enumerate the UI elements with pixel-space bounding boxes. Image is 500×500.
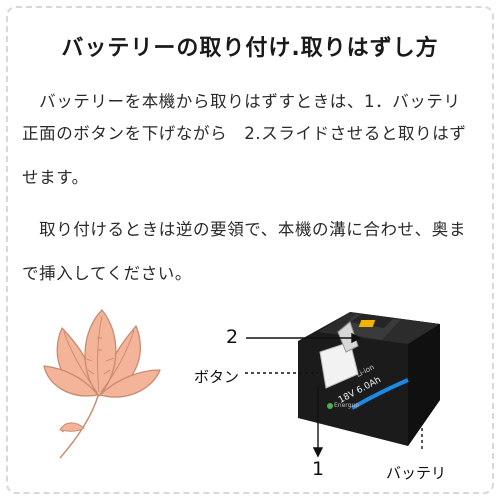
content-card — [6, 6, 494, 494]
removal-line-3: せます。 — [22, 168, 89, 187]
install-line-2: で挿入してください。 — [22, 264, 193, 283]
flower-illustration — [43, 309, 161, 459]
removal-line-2: 正面のボタンを下げながら 2.スライドさせると取りはず — [22, 124, 467, 143]
installation-instructions: 取り付けるときは逆の要領で、本機の溝に合わせ、奥ま で挿入してください。 — [22, 216, 482, 283]
removal-instructions: バッテリーを本機から取りはずすときは、1．バッテリ 正面のボタンを下げながら 2… — [22, 88, 482, 187]
install-line-1: 取り付けるときは逆の要領で、本機の溝に合わせ、奥ま — [22, 220, 466, 239]
button-label: ボタン — [194, 368, 240, 386]
removal-line-1: バッテリーを本機から取りはずすときは、1．バッテリ — [22, 92, 461, 111]
step-2-label: 2 — [226, 326, 239, 348]
battery-label: バッテリ — [386, 464, 447, 482]
step-1-label: 1 — [312, 458, 325, 480]
battery-logo-text: Energup — [334, 402, 360, 409]
page-title: バッテリーの取り付け.取りはずし方 — [61, 36, 439, 61]
